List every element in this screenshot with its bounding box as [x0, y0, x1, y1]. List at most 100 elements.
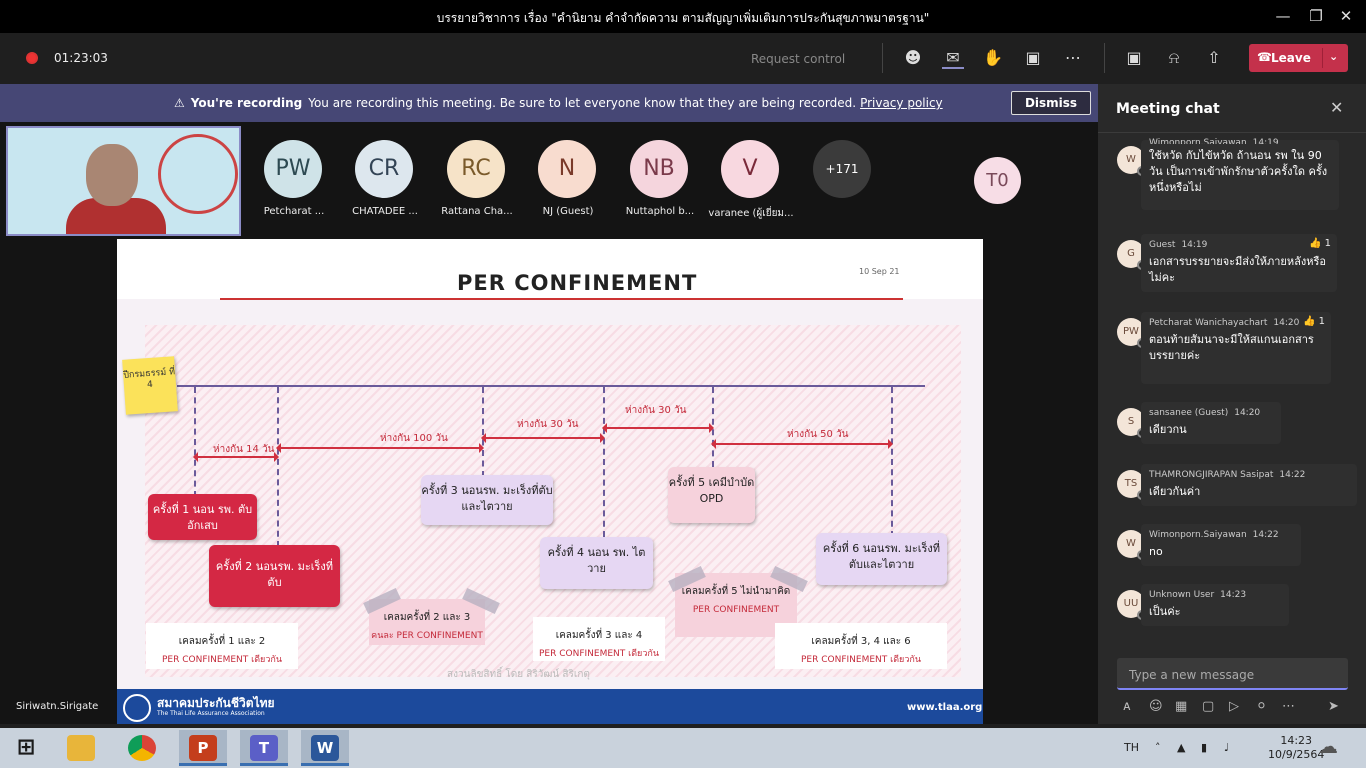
- gap-arrow: [481, 433, 605, 443]
- speaker-video[interactable]: [6, 126, 241, 236]
- sender-line: sansanee (Guest)14:20: [1149, 408, 1273, 418]
- share-screen-icon[interactable]: ⇧: [1207, 48, 1221, 67]
- leave-button[interactable]: ☎ Leave ⌄: [1249, 44, 1348, 72]
- timeline-marker: [277, 387, 279, 547]
- admission-box-6: ครั้งที่ 6 นอนรพ. มะเร็งที่ตับและไตวาย: [816, 533, 947, 585]
- timeline-axis: [177, 385, 925, 387]
- teams-icon: T: [250, 735, 278, 761]
- participants-icon[interactable]: ☻: [904, 48, 922, 67]
- sender-name: THAMRONGJIRAPAN Sasipat: [1149, 470, 1274, 480]
- taskbar-file-explorer[interactable]: [57, 730, 105, 766]
- maximize-button[interactable]: ❐: [1309, 7, 1323, 25]
- windows-taskbar: ⊞ P T W TH ˄ ▲ ▮ ♩ 14:23 10/9/2564 ☁: [0, 728, 1366, 768]
- more-actions-icon[interactable]: ⋯: [1065, 48, 1081, 67]
- send-icon[interactable]: ➤: [1328, 699, 1339, 714]
- privacy-policy-link[interactable]: Privacy policy: [860, 96, 943, 110]
- admission-box-2: ครั้งที่ 2 นอนรพ. มะเร็งที่ตับ: [209, 545, 340, 607]
- input-language[interactable]: TH: [1124, 741, 1139, 754]
- request-control-button[interactable]: Request control: [751, 52, 846, 66]
- leave-divider: [1322, 48, 1323, 68]
- more-options-icon[interactable]: ⋯: [1282, 699, 1295, 714]
- participant-name: Petcharat ...: [263, 206, 325, 217]
- message-text: เป็นค่ะ: [1149, 605, 1181, 618]
- gif-icon[interactable]: ▦: [1175, 699, 1188, 714]
- window-titlebar: บรรยายวิชาการ เรื่อง "คำนิยาม คำจำกัดควา…: [0, 0, 1366, 33]
- claim-subtitle: คนละ PER CONFINEMENT: [371, 631, 483, 641]
- meeting-timer: 01:23:03: [54, 51, 108, 65]
- chevron-down-icon[interactable]: ⌄: [1329, 50, 1339, 63]
- title-underline: [220, 298, 903, 300]
- raise-hand-icon[interactable]: ✋: [983, 48, 1003, 67]
- taskbar-chrome[interactable]: [118, 730, 166, 766]
- wifi-icon[interactable]: ▲: [1177, 741, 1186, 754]
- admission-box-4: ครั้งที่ 4 นอน รพ. ไตวาย: [540, 537, 653, 589]
- recording-indicator-icon: [26, 52, 38, 64]
- ferris-wheel-image: [158, 134, 238, 214]
- gap-arrow: [711, 439, 893, 449]
- taskbar-powerpoint[interactable]: P: [179, 730, 227, 766]
- format-icon[interactable]: ᴀ: [1123, 699, 1131, 714]
- clock-time: 14:23: [1280, 734, 1313, 747]
- schedule-icon[interactable]: ▷: [1229, 699, 1239, 714]
- claim-box-3: เคลมครั้งที่ 3 และ 4 PER CONFINEMENT เดี…: [533, 617, 665, 661]
- mic-muted-icon[interactable]: ⍾: [1168, 48, 1180, 67]
- like-reaction-icon[interactable]: 👍 1: [1303, 316, 1325, 327]
- gap-arrow: [602, 423, 714, 433]
- praise-icon[interactable]: ⚪: [1256, 699, 1267, 714]
- sticker-icon[interactable]: ▢: [1202, 699, 1215, 714]
- timeline-marker: [891, 387, 893, 537]
- sender-avatar[interactable]: PW: [1117, 318, 1145, 346]
- gap-label: ห่างกัน 30 วัน: [625, 405, 687, 416]
- emoji-icon[interactable]: ☺: [1149, 699, 1163, 714]
- meeting-toolbar: 01:23:03 Request control ☻ ✉ ✋ ▣ ⋯ ▣ ⍾ ⇧…: [0, 33, 1366, 83]
- taskbar-word[interactable]: W: [301, 730, 349, 766]
- gap-label: ห่างกัน 30 วัน: [517, 419, 579, 430]
- participant-name: NJ (Guest): [542, 206, 594, 217]
- volume-icon[interactable]: ♩: [1224, 741, 1230, 754]
- participant-avatar-t0[interactable]: T0: [974, 157, 1021, 204]
- claim-subtitle: PER CONFINEMENT เดียวกัน: [801, 655, 921, 665]
- battery-icon[interactable]: ▮: [1201, 741, 1208, 754]
- gap-label: ห่างกัน 100 วัน: [380, 433, 448, 444]
- rooms-icon[interactable]: ▣: [1025, 48, 1041, 67]
- participant-tile[interactable]: N NJ (Guest): [538, 140, 598, 217]
- like-reaction-icon[interactable]: 👍 1: [1309, 238, 1331, 249]
- start-button[interactable]: ⊞: [2, 730, 50, 766]
- taskbar-teams[interactable]: T: [240, 730, 288, 766]
- dismiss-button[interactable]: Dismiss: [1011, 91, 1091, 115]
- chevron-up-icon[interactable]: ˄: [1155, 741, 1161, 754]
- participant-avatar: PW: [264, 140, 322, 198]
- participant-tile[interactable]: PW Petcharat ...: [264, 140, 324, 217]
- participant-avatar: V: [721, 140, 779, 198]
- system-clock[interactable]: 14:23 10/9/2564: [1268, 734, 1324, 762]
- footer-url: www.tlaa.org: [907, 702, 983, 713]
- chat-icon[interactable]: ✉: [942, 47, 964, 69]
- sender-name: Wimonporn.Saiyawan: [1149, 530, 1247, 540]
- camera-off-icon[interactable]: ▣: [1126, 48, 1142, 67]
- tlaa-logo-icon: [123, 694, 151, 722]
- close-icon[interactable]: ✕: [1330, 98, 1344, 117]
- minimize-button[interactable]: —: [1275, 7, 1291, 25]
- banner-text: You are recording this meeting. Be sure …: [308, 96, 857, 110]
- message-text: เอกสารบรรยายจะมีส่งให้ภายหลังหรือไม่คะ: [1149, 255, 1327, 284]
- close-window-button[interactable]: ✕: [1339, 7, 1353, 25]
- chat-compose-box[interactable]: Type a new message: [1117, 658, 1348, 690]
- participant-tile[interactable]: +171: [813, 140, 873, 198]
- toolbar-divider: [882, 43, 883, 73]
- participant-avatar: N: [538, 140, 596, 198]
- weather-icon[interactable]: ☁: [1318, 734, 1338, 758]
